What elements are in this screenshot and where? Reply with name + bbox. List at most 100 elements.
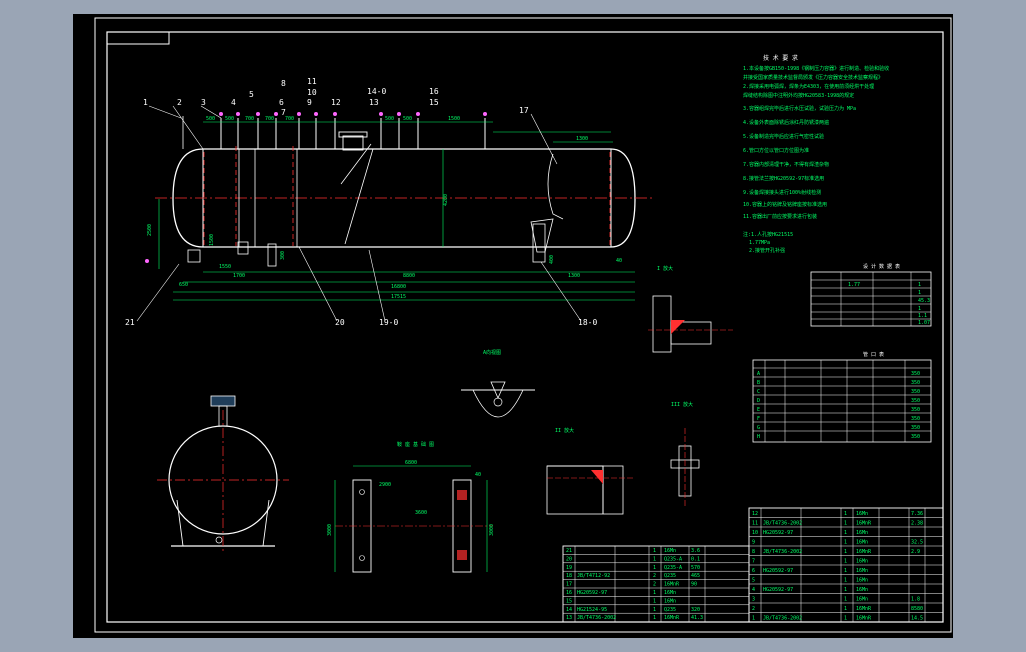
bom-right-qty: 1 — [844, 521, 847, 527]
nozzle-value-g: 350 — [911, 425, 920, 431]
bom-right-std: HG20592-97 — [763, 587, 793, 593]
bom-right-qty: 1 — [844, 568, 847, 574]
bom-left-material: 16Mn — [664, 598, 676, 604]
dim-top-4: 700 — [265, 116, 274, 122]
bom-left-no: 14 — [566, 607, 572, 613]
bom-right-qty: 1 — [844, 559, 847, 565]
bom-right-material: 16Mn — [856, 578, 868, 584]
bom-right-weight: 2.38 — [911, 521, 923, 527]
bom-left-material: 16Mn — [664, 548, 676, 554]
saddle-foundation: 鞍 座 基 础 图 6800 2900 3000 3000 3600 40 — [327, 441, 495, 573]
bom-right-weight: 1.8 — [911, 597, 920, 603]
note-line-10: 8.接管法兰按HG20592-97标准选用 — [743, 175, 824, 182]
bom-right-no: 5 — [752, 578, 755, 584]
nozzle-value-d: 350 — [911, 398, 920, 404]
bom-right-material: 16Mn — [856, 530, 868, 536]
bom-right-material: 16MnR — [856, 616, 872, 622]
bom-right-weight: 7.36 — [911, 511, 923, 517]
design-value-7: 1.07 — [918, 320, 930, 326]
dim-bottom-4: 16800 — [391, 284, 406, 290]
bom-left-material: Q235 — [664, 607, 676, 613]
callout-11: 11 — [307, 77, 317, 86]
dim-top-1: 500 — [206, 116, 215, 122]
bom-right-qty: 1 — [844, 511, 847, 517]
callout-13: 13 — [369, 98, 379, 107]
callout-14: 14-0 — [367, 87, 386, 96]
saddle-title: 鞍 座 基 础 图 — [397, 441, 434, 448]
bom-left-qty: 1 — [653, 598, 656, 604]
bom-left-weight: 320 — [691, 607, 700, 613]
callout-7: 7 — [281, 108, 286, 117]
bom-right-material: 16Mn — [856, 540, 868, 546]
note-extra-2: 1.77MPa — [749, 240, 770, 246]
callout-6: 6 — [279, 98, 284, 107]
bom-right-no: 9 — [752, 540, 755, 546]
note-line-8: 6.管口方位以管口方位图为准 — [743, 147, 809, 154]
bom-right-qty: 1 — [844, 540, 847, 546]
bom-left-qty: 2 — [653, 573, 656, 579]
note-extra-3: 2.接管开孔补强 — [749, 247, 785, 254]
bom-left-qty: 1 — [653, 607, 656, 613]
bom-left-qty: 1 — [653, 556, 656, 562]
saddle-dim-2: 2900 — [379, 482, 391, 488]
bom-left-weight: 0.1 — [691, 556, 700, 562]
nozzle-mark-g: G — [757, 425, 760, 431]
callout-9: 9 — [307, 98, 312, 107]
callout-16: 16 — [429, 87, 439, 96]
callout-4: 4 — [231, 98, 236, 107]
saddle-dim-5: 3600 — [415, 510, 427, 516]
dim-top-9: 1300 — [576, 136, 588, 142]
bom-left-no: 13 — [566, 615, 572, 621]
dimensions: 500 500 700 700 700 500 500 1500 1300 17… — [147, 116, 622, 300]
bom-left-qty: 1 — [653, 590, 656, 596]
bom-right-qty: 1 — [844, 578, 847, 584]
bom-left-no: 21 — [566, 548, 572, 554]
drawing-canvas[interactable]: 1 2 3 4 5 6 7 8 9 10 11 12 13 14-0 15 16… — [73, 14, 953, 638]
design-value-4: 45.3 — [918, 298, 930, 304]
bom-right-no: 10 — [752, 530, 758, 536]
bom-left-material: 16MnR — [664, 582, 680, 588]
bom-right-material: 16MnR — [856, 606, 872, 612]
bom-left-qty: 2 — [653, 582, 656, 588]
nozzle-table: 管 口 表 A B C D E F G H 350 350 350 350 35… — [752, 351, 932, 443]
dim-side-6: 40 — [616, 258, 622, 264]
bom-left-no: 15 — [566, 598, 572, 604]
dim-top-5: 700 — [285, 116, 294, 122]
nozzle-value-c: 350 — [911, 389, 920, 395]
bom-right-material: 16Mn — [856, 597, 868, 603]
bom-right-qty: 1 — [844, 549, 847, 555]
detail-flange: III 放大 — [670, 401, 700, 506]
bom-right-std: HG20592-97 — [763, 568, 793, 574]
bom-left-no: 16 — [566, 590, 572, 596]
saddle-dim-3: 3000 — [327, 524, 333, 536]
bom-right-no: 4 — [752, 587, 755, 593]
bom-left-material: 16MnR — [664, 615, 680, 621]
design-data-title: 设 计 数 据 表 — [863, 263, 900, 270]
dim-bottom-2: 8800 — [403, 273, 415, 279]
bom-right-std: JB/T4736-2002 — [763, 521, 802, 527]
dim-bottom-5: 17515 — [391, 294, 406, 300]
dim-top-8: 1500 — [448, 116, 460, 122]
corner-box — [106, 31, 170, 45]
bom-right-material: 16MnR — [856, 549, 872, 555]
nozzle-value-b: 350 — [911, 380, 920, 386]
callout-18: 18-0 — [578, 318, 597, 327]
bom-right-weight: 14.5 — [911, 616, 923, 622]
callouts-top: 1 2 3 4 5 6 7 8 9 10 11 12 13 14-0 15 16… — [143, 77, 529, 117]
bom-left-weight: 570 — [691, 565, 700, 571]
design-value-2: 1 — [918, 282, 921, 288]
note-line-13: 11.容器出厂前应按要求进行包装 — [743, 213, 817, 220]
bom-left-std: HG20592-97 — [577, 590, 607, 596]
nozzle-value-e: 350 — [911, 407, 920, 413]
note-line-3: 2.焊接采用电弧焊，焊条为E4303，在使用前须经烘干处理 — [743, 83, 874, 90]
bom-right-weight: 8580 — [911, 606, 923, 612]
detail-label-a: A向视图 — [483, 349, 501, 356]
bom-left-no: 17 — [566, 582, 572, 588]
bom-right-qty: 1 — [844, 530, 847, 536]
detail-label-ii: II 放大 — [555, 427, 574, 434]
dim-bottom-6: 650 — [179, 282, 188, 288]
bom-right-std: JB/T4736-2002 — [763, 549, 802, 555]
callout-15: 15 — [429, 98, 439, 107]
